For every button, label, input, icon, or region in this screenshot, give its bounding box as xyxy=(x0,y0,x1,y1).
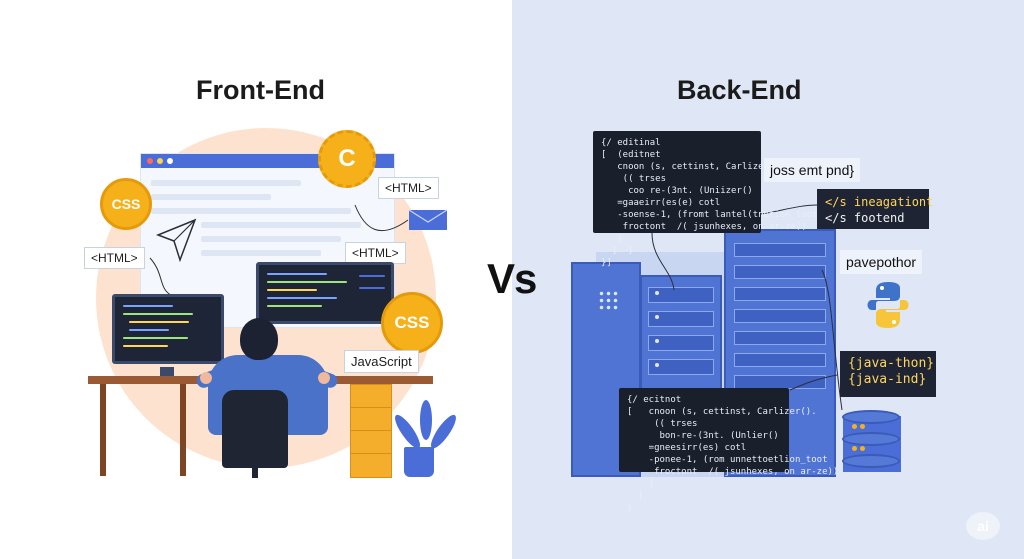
code-line xyxy=(267,297,337,299)
footend-text: </s footend xyxy=(825,211,905,225)
css-badge-top: CSS xyxy=(100,178,152,230)
c-badge: C xyxy=(318,130,376,188)
server-slot xyxy=(648,359,714,375)
server-slot xyxy=(648,335,714,351)
code-line xyxy=(267,273,327,275)
css-badge-label: CSS xyxy=(111,196,141,212)
database-disk xyxy=(842,454,900,468)
ineagation-text: </s ineagationt xyxy=(825,195,934,209)
server-slot xyxy=(734,309,826,323)
code-line xyxy=(123,313,193,315)
content-line xyxy=(201,236,341,242)
back-end-title: Back-End xyxy=(677,75,802,105)
cursor-arrow-icon xyxy=(155,218,197,263)
database-stack xyxy=(842,410,902,480)
versus-label: Vs xyxy=(487,255,537,302)
plant-leaf xyxy=(420,400,432,440)
code-line xyxy=(123,337,188,339)
developer-head xyxy=(240,318,278,360)
code-line xyxy=(123,305,173,307)
plant-pot xyxy=(404,447,434,477)
code-line xyxy=(267,305,322,307)
code-line xyxy=(359,275,385,277)
content-line xyxy=(201,250,321,256)
content-line xyxy=(201,222,361,228)
content-line xyxy=(151,180,301,186)
close-dot-icon xyxy=(147,158,153,164)
joss-label: joss emt pnd} xyxy=(764,158,861,182)
database-led xyxy=(852,424,857,429)
server-slot xyxy=(648,311,714,327)
server-slot xyxy=(734,243,826,257)
database-disk xyxy=(842,432,900,446)
javascript-tag: JavaScript xyxy=(344,350,419,373)
code-line xyxy=(359,287,385,289)
monitor-stand xyxy=(160,367,174,376)
server-slot xyxy=(734,265,826,279)
code-line xyxy=(129,321,189,323)
code-line xyxy=(129,329,169,331)
css-badge-right: CSS xyxy=(381,292,443,354)
developer-hand xyxy=(200,372,212,384)
code-editor-screen xyxy=(256,262,394,324)
code-line xyxy=(267,281,347,283)
database-disk xyxy=(842,410,900,424)
minimize-dot-icon xyxy=(157,158,163,164)
code-line xyxy=(123,345,168,347)
desk-leg xyxy=(180,384,186,476)
java-thon-text: {java-thon} xyxy=(848,356,935,371)
content-line xyxy=(151,194,271,200)
java-ind-text: {java-ind} xyxy=(848,372,927,387)
chair-base xyxy=(252,468,258,478)
desk-monitor xyxy=(112,294,224,364)
server-slot xyxy=(734,331,826,345)
html-tag-mid: <HTML> xyxy=(345,242,406,264)
developer-hand xyxy=(318,372,330,384)
server-slot xyxy=(734,287,826,301)
office-chair xyxy=(222,390,288,468)
java-tag: {java-thon} {java-ind} xyxy=(840,351,936,397)
server-slot xyxy=(648,287,714,303)
content-line xyxy=(151,208,351,214)
maximize-dot-icon xyxy=(167,158,173,164)
c-badge-label: C xyxy=(338,145,356,172)
html-tag-top: <HTML> xyxy=(378,177,439,199)
backend-code-snippet-bottom: {/ ecitnot [ cnoon (s, cettinst, Carlize… xyxy=(619,388,838,513)
front-end-title: Front-End xyxy=(196,75,325,105)
html-tag-left: <HTML> xyxy=(84,247,145,269)
database-led xyxy=(860,446,865,451)
desk-leg xyxy=(100,384,106,476)
watermark-logo: ai xyxy=(966,512,1000,540)
database-led xyxy=(860,424,865,429)
envelope-icon xyxy=(408,209,448,230)
backend-code-snippet-top: {/ editinal [ (editnet cnoon (s, cettins… xyxy=(593,131,818,268)
css-badge-right-label: CSS xyxy=(394,313,430,332)
desk-drawer xyxy=(350,384,392,478)
code-line xyxy=(267,289,317,291)
pavepothor-label: pavepothor xyxy=(840,250,923,274)
python-logo-icon xyxy=(867,282,909,328)
server-vents xyxy=(598,290,618,310)
server-slot xyxy=(734,353,826,367)
database-led xyxy=(852,446,857,451)
ineagation-tag: </s ineagationt </s footend xyxy=(817,189,933,229)
